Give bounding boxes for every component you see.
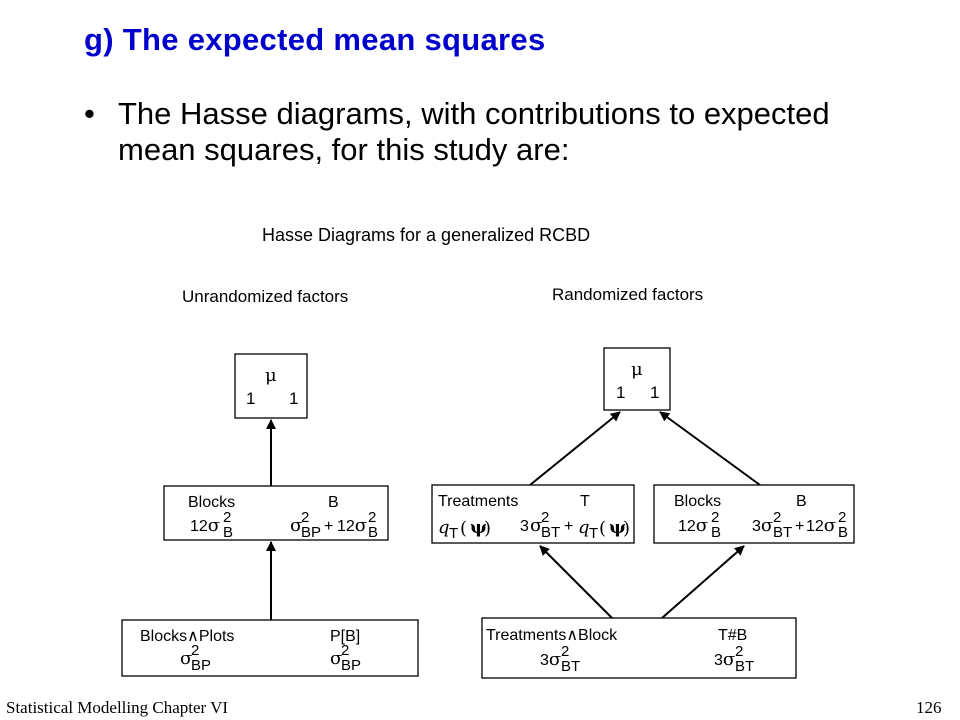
svg-text:2: 2 — [301, 509, 309, 526]
svg-text:BT: BT — [561, 658, 580, 675]
svg-text:1: 1 — [616, 383, 625, 402]
mu-symbol: μ — [265, 365, 277, 386]
diagram-heading: Hasse Diagrams for a generalized RCBD — [262, 225, 590, 245]
svg-text:+: + — [564, 518, 573, 535]
svg-text:3: 3 — [520, 518, 529, 535]
svg-text:ψ: ψ — [609, 517, 626, 538]
arrow-tb-to-blocks — [661, 545, 745, 619]
randomized-treatments-box: Treatments T q T ( ψ ) 3 σ 2 BT + q T ( … — [431, 484, 635, 544]
svg-text:2: 2 — [341, 642, 349, 659]
svg-text:): ) — [623, 518, 630, 539]
unrandomized-label: Unrandomized factors — [182, 287, 348, 306]
svg-text:T#B: T#B — [718, 627, 747, 644]
svg-text:Blocks: Blocks — [188, 494, 235, 511]
svg-text:2: 2 — [541, 509, 549, 526]
svg-text:2: 2 — [561, 643, 569, 660]
svg-text:3σ: 3σ — [540, 649, 561, 670]
svg-text:3σ: 3σ — [752, 515, 773, 536]
svg-text:2: 2 — [735, 643, 743, 660]
randomized-blocks-box: Blocks B 12σ 2 B 3σ 2 BT + 12σ 2 B — [653, 484, 855, 544]
svg-text:B: B — [328, 494, 339, 511]
svg-text:2: 2 — [711, 509, 719, 526]
footer-course: Statistical Modelling Chapter VI — [6, 698, 229, 717]
svg-text:BT: BT — [773, 524, 792, 541]
svg-text:2: 2 — [368, 509, 376, 526]
svg-text:+: + — [324, 518, 333, 535]
svg-text:σ: σ — [290, 515, 302, 536]
svg-text:B: B — [368, 524, 378, 541]
svg-text:1: 1 — [650, 383, 659, 402]
svg-text:12σ: 12σ — [337, 515, 367, 536]
svg-text:B: B — [838, 524, 848, 541]
svg-text:q: q — [438, 517, 450, 538]
svg-text:Blocks∧Plots: Blocks∧Plots — [140, 628, 234, 645]
svg-text:12σ: 12σ — [190, 515, 220, 536]
svg-text:1: 1 — [246, 389, 255, 408]
footer-page-number: 126 — [916, 698, 942, 717]
arrow-treatments-to-mu — [529, 411, 621, 486]
svg-text:BT: BT — [735, 658, 754, 675]
svg-text:12σ: 12σ — [678, 515, 708, 536]
svg-text:2: 2 — [191, 642, 199, 659]
svg-text:): ) — [484, 518, 491, 539]
bullet-text: The Hasse diagrams, with contributions t… — [118, 96, 830, 167]
svg-text:T: T — [580, 493, 590, 510]
randomized-mu-box: μ 1 1 — [603, 347, 671, 411]
randomized-label: Randomized factors — [552, 285, 703, 304]
svg-text:σ: σ — [330, 648, 342, 669]
unrandomized-blocks-box: Blocks B 12σ 2 B σ 2 BP + 12σ 2 B — [163, 485, 389, 541]
svg-text:σ: σ — [180, 648, 192, 669]
svg-text:2: 2 — [838, 509, 846, 526]
svg-text:3σ: 3σ — [714, 649, 735, 670]
svg-text:BP: BP — [341, 657, 361, 674]
svg-text:Treatments∧Block: Treatments∧Block — [486, 627, 618, 644]
svg-text:T: T — [449, 525, 458, 542]
bullet-marker: • — [84, 96, 95, 131]
svg-text:2: 2 — [223, 509, 231, 526]
svg-text:B: B — [711, 524, 721, 541]
svg-text:2: 2 — [773, 509, 781, 526]
svg-text:(: ( — [460, 518, 467, 539]
mu-symbol: μ — [631, 359, 643, 380]
svg-text:T: T — [589, 525, 598, 542]
svg-text:BP: BP — [301, 524, 321, 541]
svg-text:Treatments: Treatments — [438, 493, 518, 510]
unrandomized-mu-box: μ 1 1 — [234, 353, 308, 419]
svg-text:Blocks: Blocks — [674, 493, 721, 510]
svg-text:BP: BP — [191, 657, 211, 674]
svg-text:B: B — [796, 493, 807, 510]
svg-text:σ: σ — [530, 515, 542, 536]
slide-title: g) The expected mean squares — [84, 22, 546, 57]
svg-text:1: 1 — [289, 389, 298, 408]
arrow-tb-to-treatments — [539, 545, 613, 619]
svg-text:+: + — [795, 518, 804, 535]
svg-text:BT: BT — [541, 524, 560, 541]
svg-text:B: B — [223, 524, 233, 541]
svg-text:(: ( — [599, 518, 606, 539]
svg-text:12σ: 12σ — [806, 515, 836, 536]
svg-text:q: q — [578, 517, 590, 538]
unrandomized-plots-box: Blocks∧Plots P[B] σ 2 BP σ 2 BP — [121, 619, 419, 677]
svg-text:P[B]: P[B] — [330, 628, 360, 645]
svg-text:ψ: ψ — [470, 517, 487, 538]
randomized-tb-box: Treatments∧Block T#B 3σ 2 BT 3σ 2 BT — [481, 617, 797, 679]
arrow-blocks-to-mu-r — [659, 411, 761, 486]
